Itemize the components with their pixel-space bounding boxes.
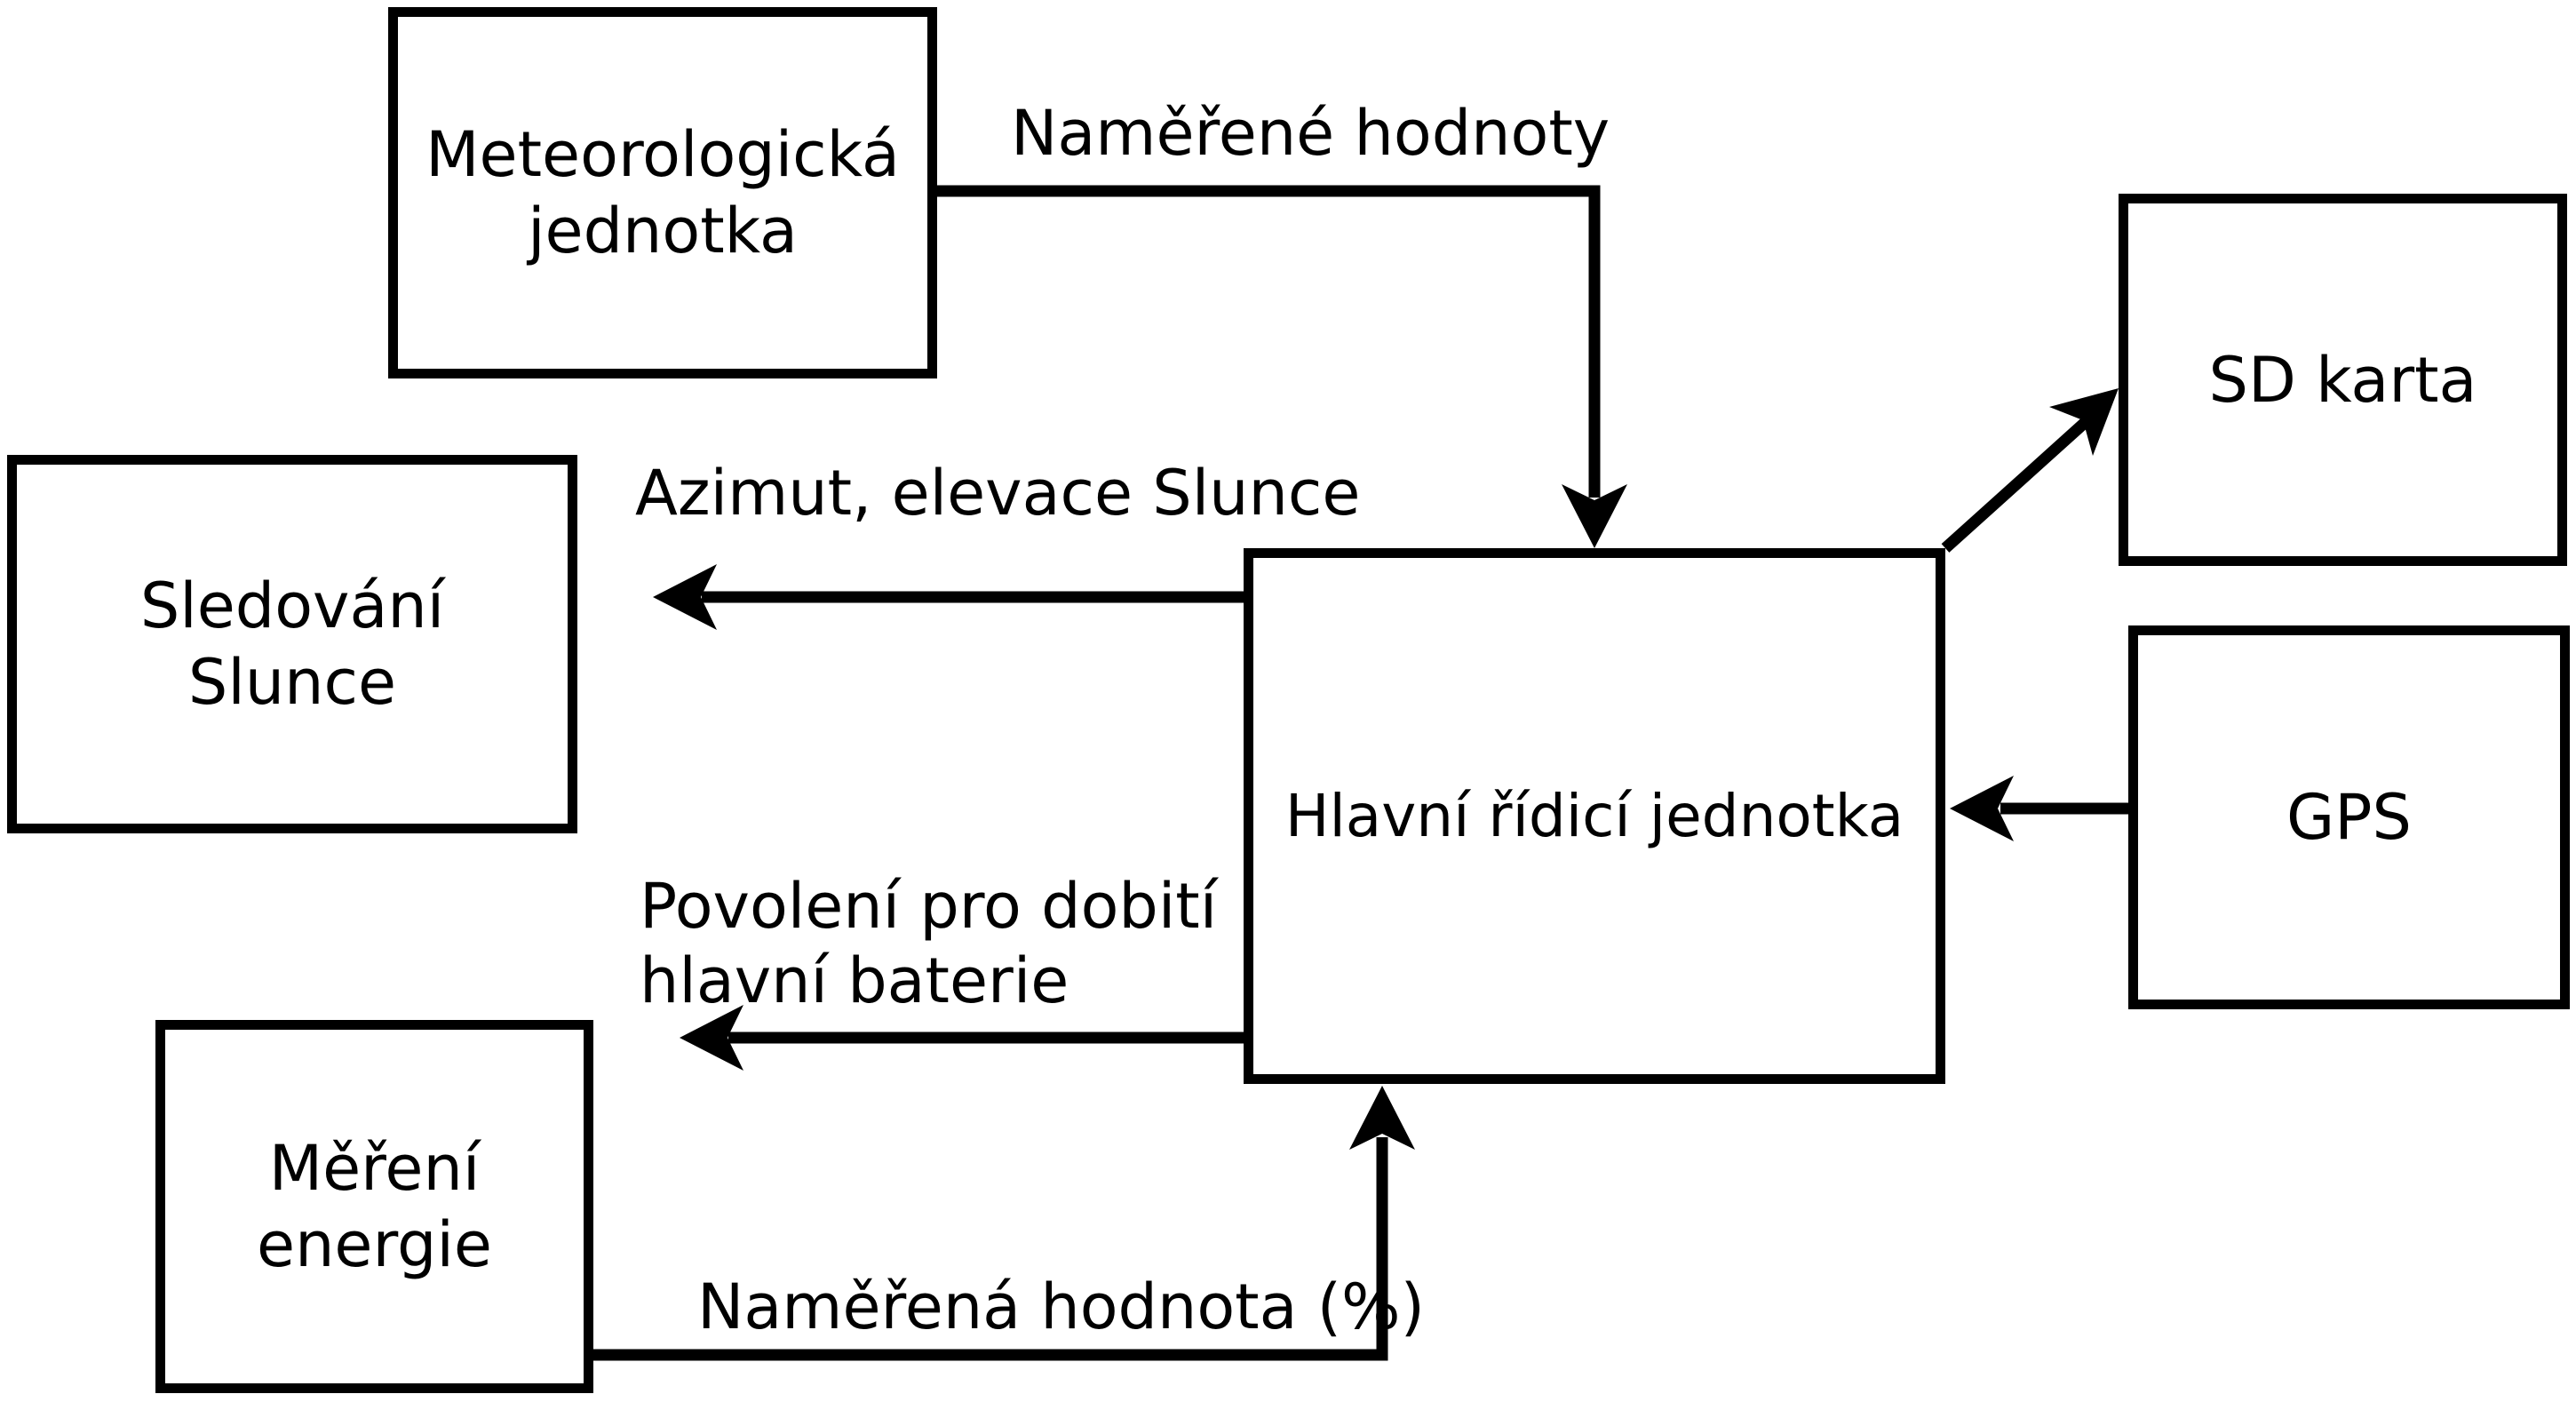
node-meteorologicka-jednotka-label: Meteorologická jednotka <box>425 118 900 267</box>
edge-label-namerene-hodnoty: Naměřené hodnoty <box>1011 97 1610 170</box>
node-hlavni-ridici-jednotka: Hlavní řídicí jednotka <box>1244 548 1945 1084</box>
node-hlavni-ridici-jednotka-label: Hlavní řídicí jednotka <box>1284 781 1904 850</box>
edge-meteo-to-hlavni-arrowhead-icon <box>1562 484 1627 548</box>
node-mereni-energie-label: Měření energie <box>257 1132 492 1281</box>
node-sd-karta-label: SD karta <box>2208 343 2477 417</box>
node-mereni-energie: Měření energie <box>155 1020 593 1393</box>
edge-hlavni-to-sdkarta-shaft <box>1941 416 2092 553</box>
edge-label-namerena-hodnota: Naměřená hodnota (%) <box>697 1271 1425 1343</box>
edge-hlavni-to-sdkarta-arrowhead-icon <box>2049 388 2119 456</box>
edge-mereni-to-hlavni-arrowhead-icon <box>1349 1086 1415 1150</box>
node-meteorologicka-jednotka: Meteorologická jednotka <box>388 7 937 378</box>
edge-meteo-to-hlavni <box>937 185 1627 548</box>
node-gps-label: GPS <box>2286 781 2412 854</box>
node-sledovani-slunce: Sledování Slunce <box>7 455 577 833</box>
edge-mereni-to-hlavni-shaft <box>593 1137 1388 1361</box>
edge-gps-to-hlavni-arrowhead-icon <box>1950 776 2014 841</box>
edge-hlavni-to-sledovani <box>653 564 1244 630</box>
edge-hlavni-to-mereni-arrowhead-icon <box>680 1005 743 1071</box>
edge-hlavni-to-sledovani-arrowhead-icon <box>653 564 717 630</box>
node-sd-karta: SD karta <box>2119 194 2567 566</box>
node-sledovani-slunce-label: Sledování Slunce <box>139 570 445 719</box>
edge-gps-to-hlavni <box>1950 776 2128 841</box>
edge-hlavni-to-mereni <box>680 1005 1244 1071</box>
edge-label-povoleni-pro-dobiti: Povolení pro dobití hlavní baterie <box>640 870 1218 1017</box>
edge-meteo-to-hlavni-shaft <box>937 185 1601 498</box>
edge-hlavni-to-sdkarta <box>1941 388 2119 553</box>
edge-mereni-to-hlavni <box>593 1086 1415 1361</box>
node-gps: GPS <box>2128 625 2570 1009</box>
edge-label-azimut-elevace-slunce: Azimut, elevace Slunce <box>635 457 1361 530</box>
